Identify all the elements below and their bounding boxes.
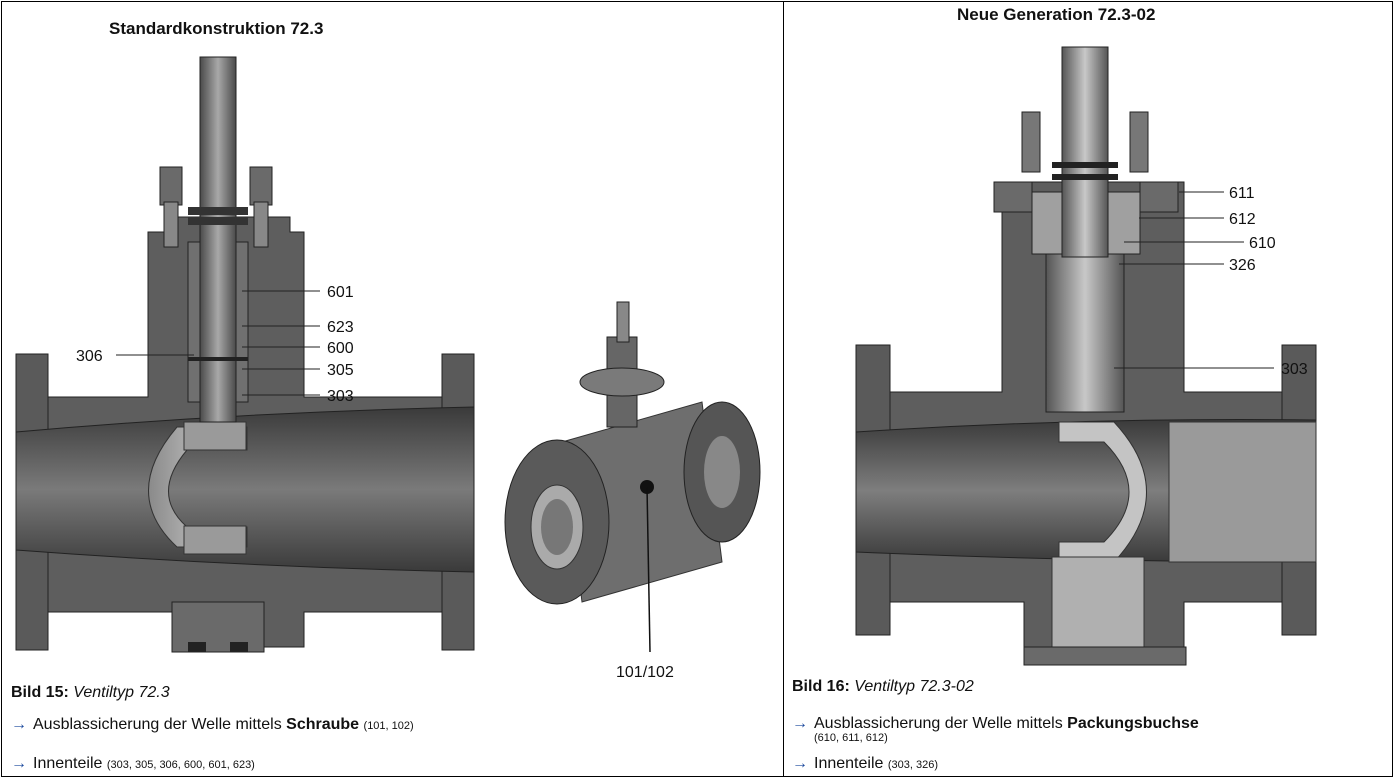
panel-title-standard: Standardkonstruktion 72.3	[109, 19, 324, 38]
valve-drawing-new: 611 612 610 326 303	[855, 46, 1317, 666]
label-612: 612	[1229, 211, 1256, 228]
caption-text: Ventiltyp 72.3	[73, 684, 170, 701]
label-306: 306	[76, 348, 103, 365]
label-326: 326	[1229, 257, 1256, 274]
caption-prefix: Bild 15:	[11, 684, 69, 701]
bullet-ausblassicherung: →Ausblassicherung der Welle mittels Pack…	[792, 715, 1199, 744]
valve-stem-new	[993, 46, 1179, 413]
leader-lines-new	[1114, 191, 1274, 369]
label-601: 601	[327, 284, 354, 301]
label-303: 303	[327, 388, 354, 405]
caption-bild-15: Bild 15: Ventiltyp 72.3	[11, 684, 170, 702]
panel-title-new: Neue Generation 72.3-02	[957, 5, 1156, 24]
arrow-icon: →	[11, 755, 27, 772]
bullet-ausblassicherung: →Ausblassicherung der Welle mittels Schr…	[11, 716, 414, 733]
label-600: 600	[327, 340, 354, 357]
caption-prefix: Bild 16:	[792, 678, 850, 695]
bullet-innenteile: →Innenteile (303, 326)	[792, 755, 938, 772]
arrow-icon: →	[792, 755, 808, 772]
panel-new-generation: Neue Generation 72.3-02	[784, 2, 1392, 776]
panel-standard: Standardkonstruktion 72.3	[2, 2, 783, 776]
label-101-102: 101/102	[616, 664, 674, 681]
panel-divider	[783, 2, 784, 776]
valve-body	[15, 216, 475, 653]
label-305: 305	[327, 362, 354, 379]
label-610: 610	[1249, 235, 1276, 252]
valve-drawing-standard: 601 623 600 305 303 306 101/102	[15, 56, 761, 681]
caption-bild-16: Bild 16: Ventiltyp 72.3-02	[792, 678, 974, 696]
valve-body-new	[855, 181, 1317, 666]
valve-stem	[159, 56, 273, 423]
label-303: 303	[1281, 361, 1308, 378]
valve-isometric-view	[504, 301, 761, 653]
arrow-icon: →	[792, 715, 808, 732]
arrow-icon: →	[11, 716, 27, 733]
leader-lines-standard	[116, 290, 320, 396]
label-611: 611	[1229, 185, 1255, 202]
label-623: 623	[327, 319, 354, 336]
caption-text: Ventiltyp 72.3-02	[854, 678, 974, 695]
bullet-innenteile: →Innenteile (303, 305, 306, 600, 601, 62…	[11, 755, 255, 772]
